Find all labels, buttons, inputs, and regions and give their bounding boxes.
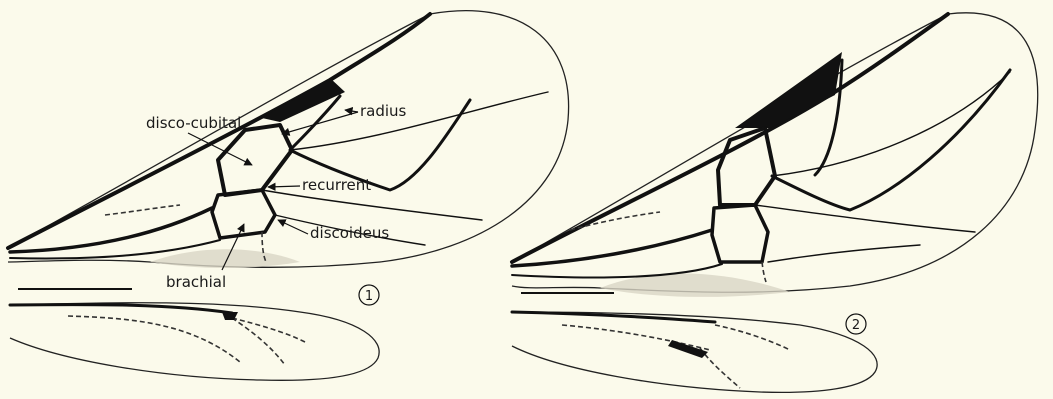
- figure-2-number: 2: [852, 318, 860, 333]
- arrow-recurrent: [268, 186, 300, 187]
- label-recurrent: recurrent: [302, 176, 371, 194]
- hindwing-dashed-3: [715, 325, 790, 350]
- figure-1-number: 1: [365, 289, 373, 304]
- brachial-cell: [712, 205, 768, 262]
- hindwing-dashed-3: [232, 318, 305, 342]
- label-discoideus: discoideus: [310, 224, 389, 242]
- hindwing-knot: [668, 340, 708, 358]
- label-disco-cubital: disco-cubital: [146, 114, 241, 132]
- hindwing-leading-vein: [10, 305, 232, 313]
- brachial-cell: [212, 190, 275, 238]
- stigma: [735, 52, 842, 128]
- disco-cubital-cell: [718, 128, 775, 205]
- figure-1: 1 disco-cubital radius recurrent discoid…: [8, 11, 569, 381]
- forewing-outline: [512, 13, 1038, 292]
- stippled-region: [150, 249, 300, 268]
- faint-vein: [762, 262, 766, 282]
- spurious-vein: [105, 205, 180, 215]
- figure-2: 2: [512, 13, 1038, 393]
- stigma: [262, 78, 345, 122]
- cubitus-vein: [262, 190, 482, 220]
- label-brachial: brachial: [166, 273, 226, 291]
- arrow-radius-1: [345, 110, 358, 112]
- cubitus-vein: [755, 205, 975, 232]
- hindwing-dashed-1: [68, 316, 240, 362]
- hindwing-outline: [10, 303, 379, 381]
- label-radius: radius: [360, 102, 407, 120]
- discoideus-vein: [768, 245, 920, 262]
